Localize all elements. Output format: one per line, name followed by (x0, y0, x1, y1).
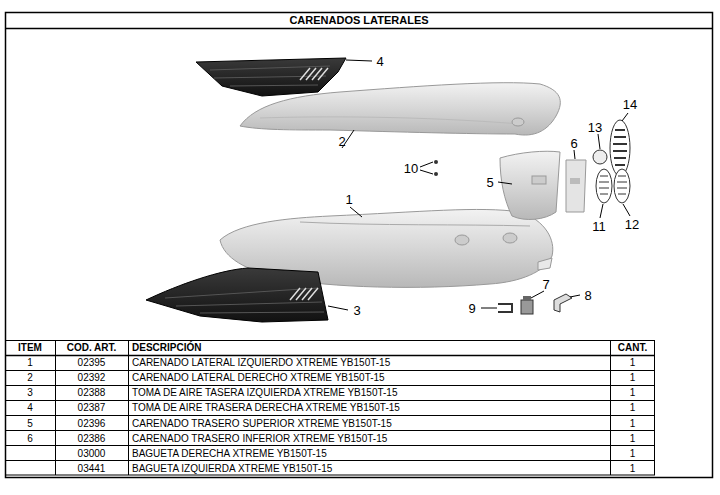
table-cell: CARENADO TRASERO SUPERIOR XTREME YB150T-… (132, 419, 392, 429)
table-cell: 2 (27, 373, 33, 383)
table-cell: 02392 (78, 373, 106, 383)
table-cell: 02395 (78, 358, 106, 368)
table-header: ITEM (18, 343, 42, 353)
table-cell: BAGUETA IZQUIERDA XTREME YB150T-15 (132, 464, 332, 474)
callout-number: 7 (542, 278, 549, 291)
diagram-title: CARENADOS LATERALES (289, 15, 428, 26)
callout-number: 14 (623, 98, 637, 111)
callout-number: 3 (353, 304, 360, 317)
table-cell: 02388 (78, 388, 106, 398)
table-header: DESCRIPCIÓN (132, 343, 201, 353)
table-cell: 4 (27, 403, 33, 413)
table-cell: 03441 (78, 464, 106, 474)
table-cell: 1 (630, 373, 636, 383)
callout-number: 6 (570, 137, 577, 150)
table-cell: TOMA DE AIRE TRASERA DERECHA XTREME YB15… (132, 403, 400, 413)
callout-number: 9 (468, 302, 475, 315)
table-cell: 1 (27, 358, 33, 368)
table-cell: 6 (27, 434, 33, 444)
table-cell: 1 (630, 449, 636, 459)
table-cell: 02386 (78, 434, 106, 444)
table-cell: 1 (630, 419, 636, 429)
table-cell: 1 (630, 388, 636, 398)
callout-number: 1 (345, 193, 352, 206)
table-cell: 5 (27, 419, 33, 429)
table-cell: 1 (630, 403, 636, 413)
callout-number: 5 (486, 176, 493, 189)
table-cell: 3 (27, 388, 33, 398)
callout-number: 8 (584, 289, 591, 302)
table-cell: 03000 (78, 449, 106, 459)
table-cell: 02396 (78, 419, 106, 429)
callout-number: 13 (588, 121, 602, 134)
table-cell: CARENADO LATERAL DERECHO XTREME YB150T-1… (132, 373, 385, 383)
table-cell: CARENADO TRASERO INFERIOR XTREME YB150T-… (132, 434, 387, 444)
table-header: CANT. (618, 343, 647, 353)
table-cell: 02387 (78, 403, 106, 413)
callout-number: 11 (592, 220, 606, 233)
callout-number: 4 (376, 55, 383, 68)
table-cell: TOMA DE AIRE TASERA IZQUIERDA XTREME YB1… (132, 388, 397, 398)
table-cell: 1 (630, 434, 636, 444)
callout-number: 10 (404, 162, 418, 175)
callout-number: 12 (625, 218, 639, 231)
table-cell: CARENADO LATERAL IZQUIERDO XTREME YB150T… (132, 358, 390, 368)
table-cell: 1 (630, 464, 636, 474)
callout-number: 2 (338, 135, 345, 148)
table-header: COD. ART. (67, 343, 117, 353)
table-cell: BAGUETA DERECHA XTREME YB150T-15 (132, 449, 327, 459)
table-cell: 1 (630, 358, 636, 368)
